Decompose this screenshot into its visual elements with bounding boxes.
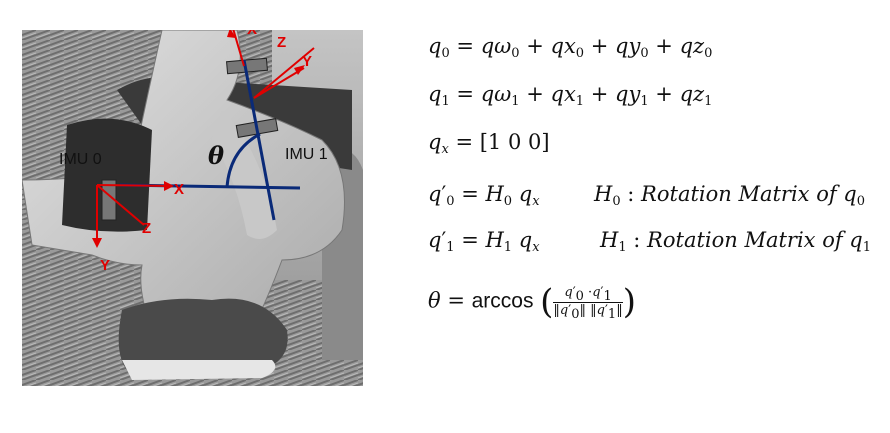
theta-label: θ xyxy=(208,141,224,170)
knee-photo: X Z Y X Z Y IMU 0 IMU 1 θ xyxy=(22,30,363,386)
imu1-axis-y-label: Y xyxy=(302,53,312,70)
imu1-label: IMU 1 xyxy=(285,146,328,163)
equation-qx: qx = [1 0 0] xyxy=(428,130,550,157)
imu0-axis-y-label: Y xyxy=(100,257,110,274)
imu0-axis-z-label: Z xyxy=(142,220,151,237)
equation-theta: θ = arccos ( q′0 ·q′1 ‖q′0‖ ‖q′1‖ ) xyxy=(428,282,636,322)
equation-q0: q0 = qω0 + qx0 + qy0 + qz0 xyxy=(428,34,713,61)
equation-q1: q1 = qω1 + qx1 + qy1 + qz1 xyxy=(428,82,713,109)
theta-arc xyxy=(225,132,261,188)
imu0-axis-x-label: X xyxy=(174,181,184,198)
knee-shading xyxy=(212,110,277,239)
equation-q0-prime: q′0 = H0 qx xyxy=(428,182,540,209)
shank-strap xyxy=(62,118,152,232)
shoe-sole xyxy=(122,360,276,380)
imu0-label: IMU 0 xyxy=(59,151,102,168)
shank-segment-line xyxy=(242,59,276,221)
theta-fraction: q′0 ·q′1 ‖q′0‖ ‖q′1‖ xyxy=(553,285,623,322)
imu1-axes xyxy=(232,30,315,99)
shoe xyxy=(118,298,288,375)
h0-definition: H0 : Rotation Matrix of q0 xyxy=(594,182,866,209)
equation-q1-prime: q′1 = H1 qx xyxy=(428,228,540,255)
imu1-axis-x-label: X xyxy=(247,30,257,38)
imu0-axes xyxy=(96,184,173,245)
h1-definition: H1 : Rotation Matrix of q1 xyxy=(600,228,872,255)
imu1-axis-z-label: Z xyxy=(277,34,286,51)
